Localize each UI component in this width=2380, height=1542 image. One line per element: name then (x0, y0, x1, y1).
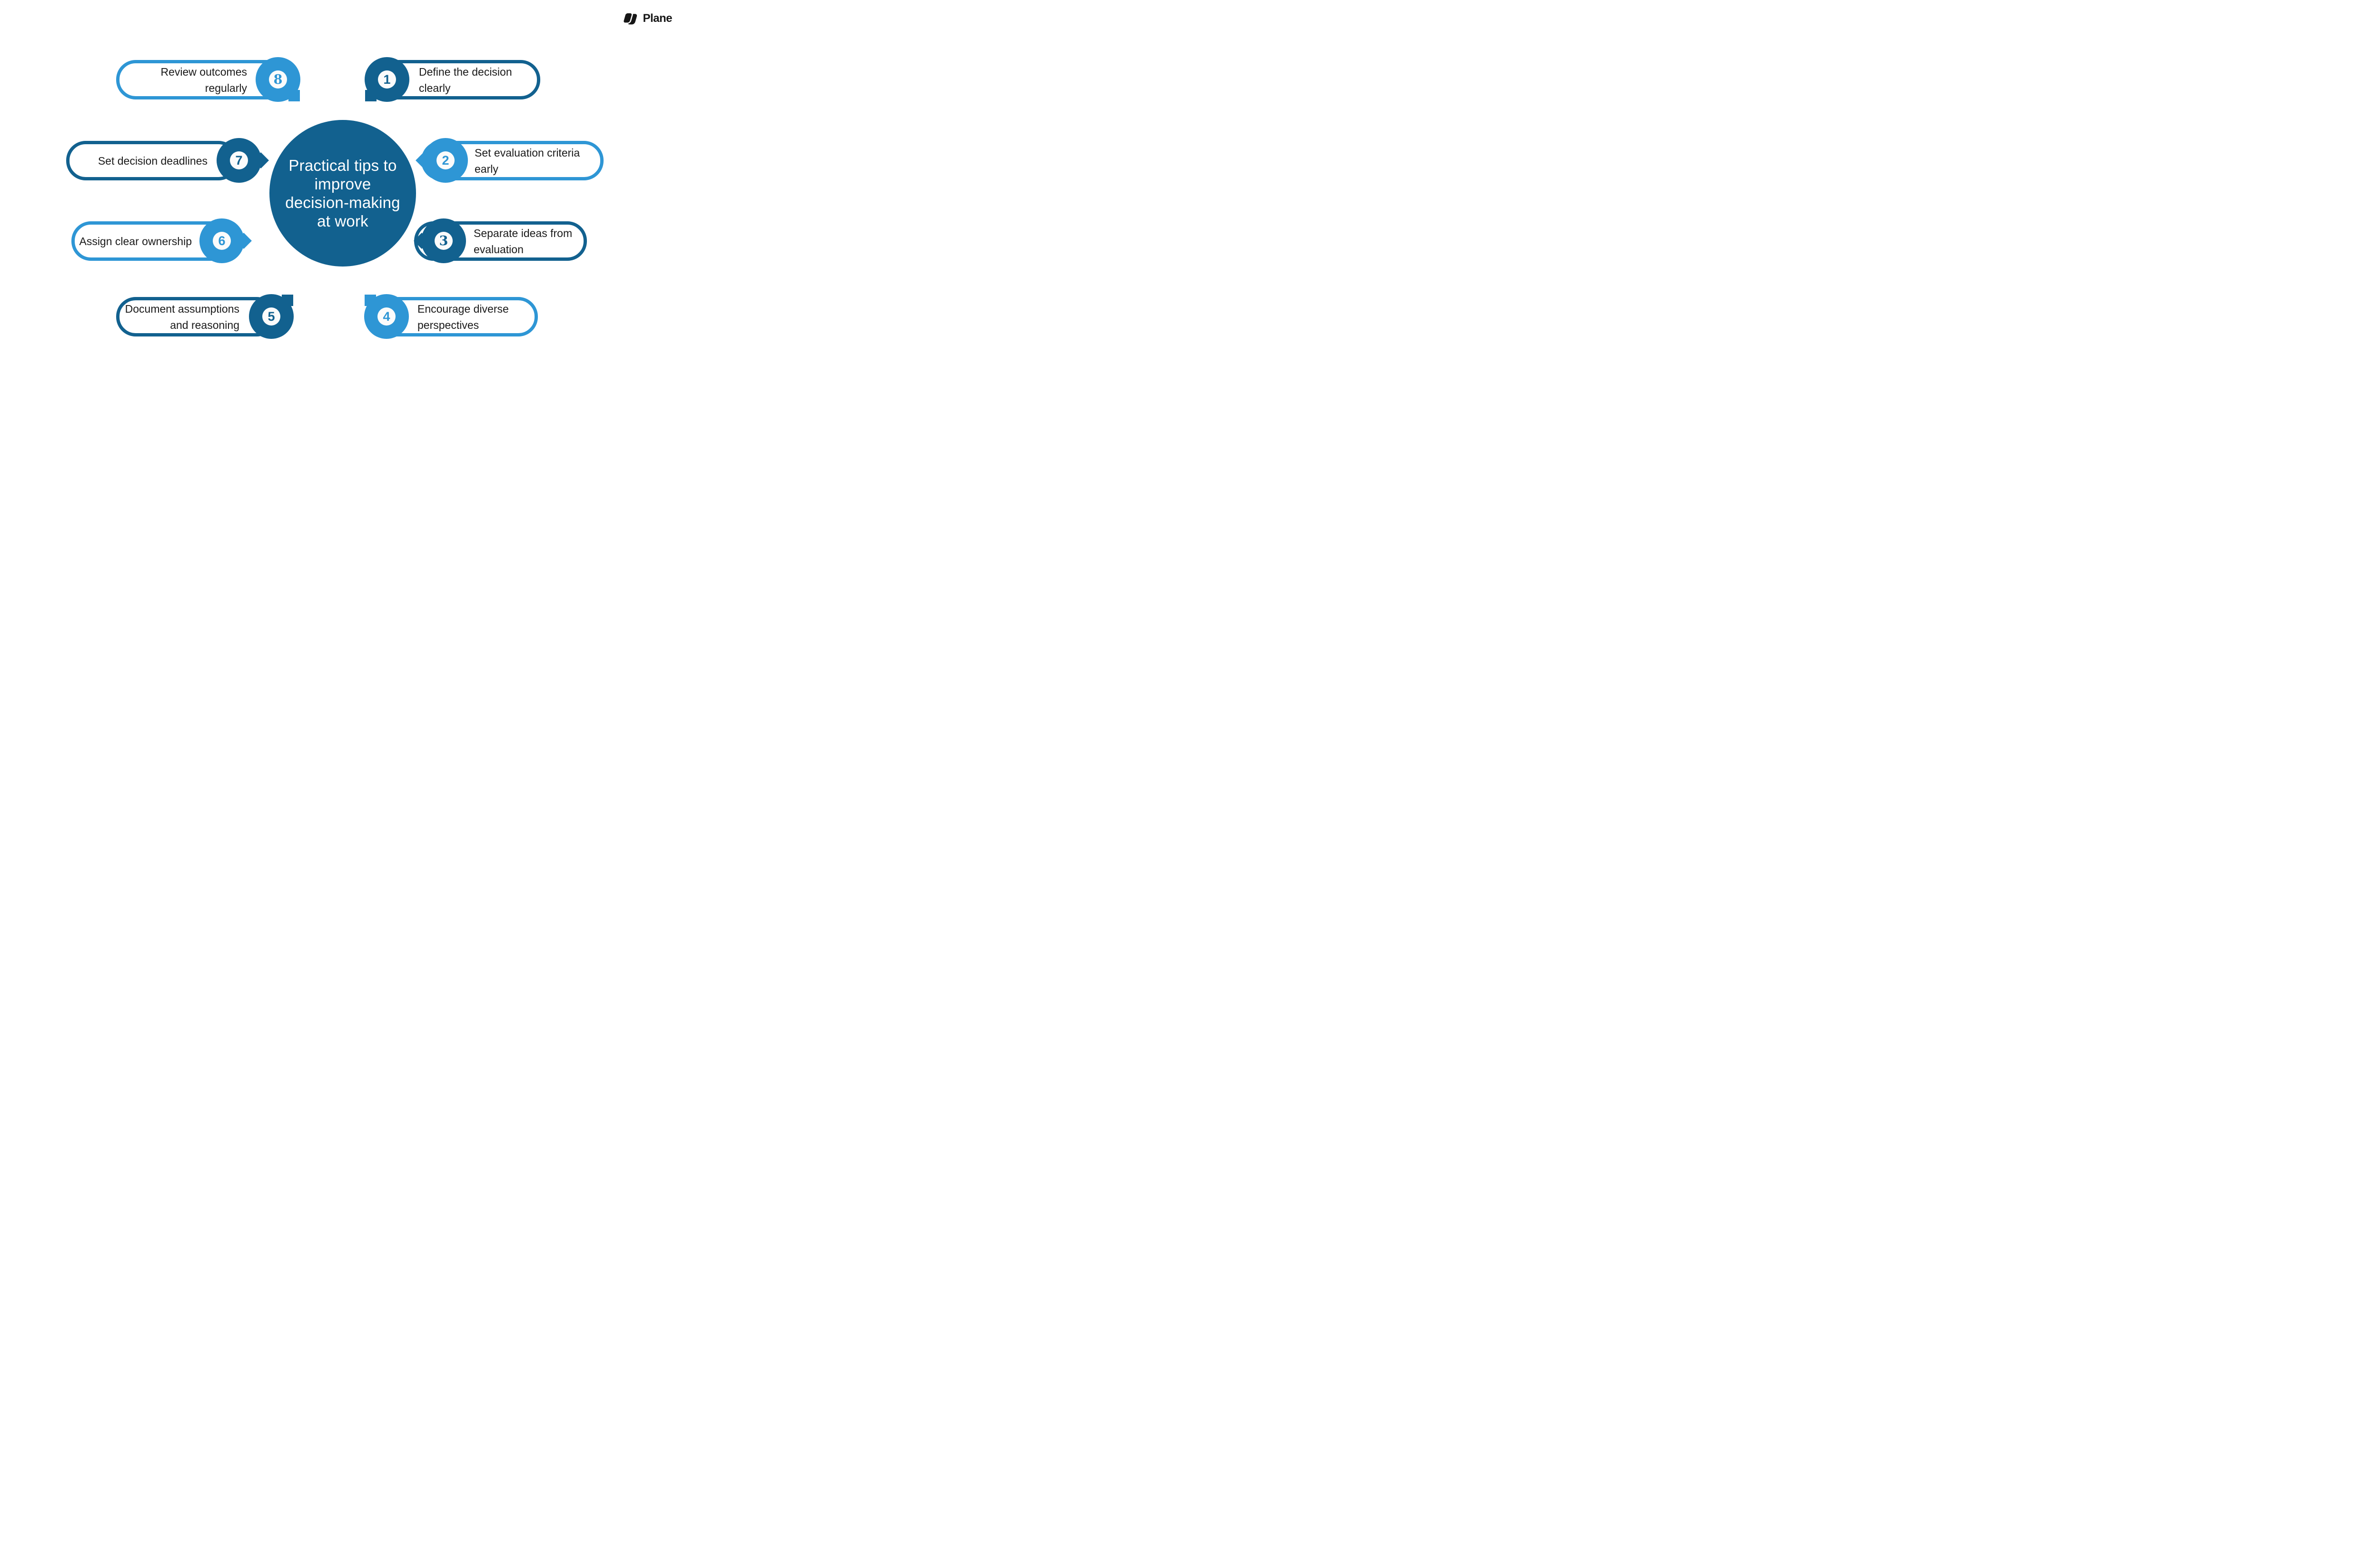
plane-logo-text: Plane (643, 12, 672, 25)
tip-number-badge: 6 (213, 232, 231, 250)
tip-label: Set evaluation criteria early (475, 146, 580, 175)
bubble-tail (282, 295, 293, 306)
center-title-line: improve (314, 175, 371, 193)
tip-number-badge: 4 (377, 307, 396, 326)
tip-number: 2 (442, 153, 449, 168)
tip-bubble-4: 4 (364, 294, 409, 339)
tip-label: Review outcomes regularly (160, 65, 247, 94)
tip-label: Define the decision clearly (419, 65, 512, 94)
tip-label: Document assumptions and reasoning (125, 302, 239, 331)
tip-bubble-5: 5 (249, 294, 294, 339)
tip-number-badge: 1 (378, 70, 396, 89)
tip-number-badge: 7 (230, 151, 248, 169)
bubble-tail (365, 90, 377, 101)
tip-label: Encourage diverse perspectives (417, 302, 509, 331)
tip-bubble-3: 3 (414, 218, 466, 263)
center-title-line: decision-making (285, 194, 400, 211)
tip-number: 3 (439, 233, 448, 248)
tip-label: Separate ideas from evaluation (474, 227, 573, 256)
bubble-tail (288, 90, 300, 101)
plane-logo-mark (623, 12, 637, 25)
tip-bubble-6: 6 (199, 218, 252, 263)
center-title-line: at work (317, 212, 368, 230)
tip-label: Set decision deadlines (98, 154, 208, 167)
plane-logo: Plane (618, 11, 672, 26)
tip-number: 8 (273, 72, 283, 87)
tip-bubble-8: 8 (256, 57, 300, 102)
tip-label: Assign clear ownership (79, 235, 192, 247)
tip-number-badge: 2 (436, 151, 455, 169)
tip-number: 6 (218, 233, 226, 248)
tip-bubble-2: 2 (416, 138, 468, 183)
bubble-tail (253, 152, 269, 168)
tip-number-badge: 3 (435, 232, 453, 250)
tip-number-badge: 5 (262, 307, 280, 326)
tip-bubble-7: 7 (217, 138, 269, 183)
tip-pill-8: Review outcomes regularly (116, 60, 291, 99)
tip-number: 5 (268, 309, 275, 324)
tip-number-badge: 8 (269, 70, 287, 89)
infographic-canvas: Plane Practical tips to improve decision… (0, 0, 685, 386)
bubble-tail (236, 233, 252, 249)
center-title-line: Practical tips to (288, 157, 397, 174)
bubble-tail (365, 295, 376, 306)
tip-pill-7: Set decision deadlines (66, 141, 238, 180)
bubble-tail (416, 152, 432, 168)
tip-number: 4 (383, 309, 390, 324)
tip-number: 7 (235, 153, 243, 168)
tip-bubble-1: 1 (365, 57, 409, 102)
tip-number: 1 (383, 72, 391, 87)
center-circle: Practical tips to improve decision-makin… (269, 120, 416, 267)
